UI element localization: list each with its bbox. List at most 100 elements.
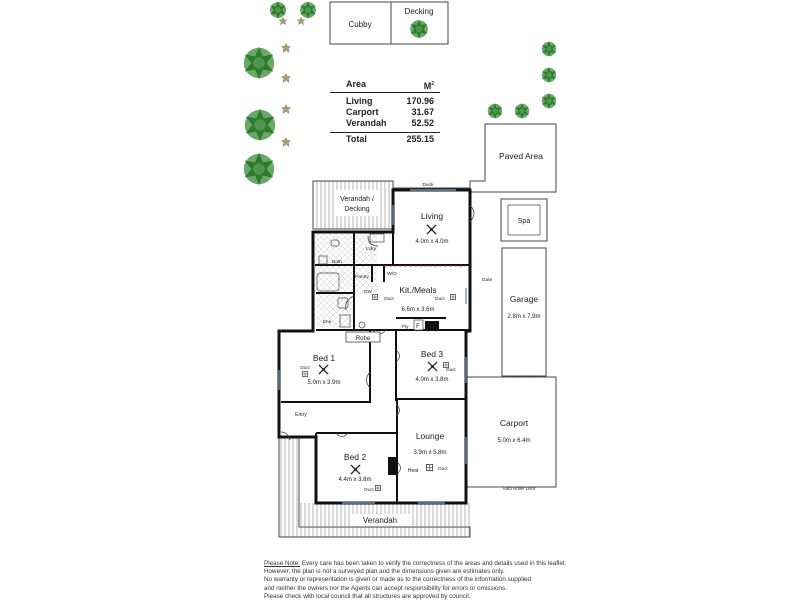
duct-icon	[375, 485, 381, 491]
tree-icon	[541, 41, 557, 57]
cubby-label: Cubby	[348, 20, 371, 29]
entry-label: Entry	[295, 412, 307, 418]
heat-label: Heat	[408, 468, 419, 474]
carport-dims: 5.0m x 6.4m	[497, 438, 530, 444]
disclaimer-line-2: However, the plan is not a surveyed plan…	[264, 568, 505, 576]
tree-icon	[300, 1, 316, 19]
tree-icon	[514, 103, 530, 119]
heater-icon	[425, 321, 439, 331]
kitchen-dims: 6.6m x 3.6m	[401, 307, 434, 313]
ceiling-fan-icon	[426, 224, 437, 235]
paved-area-label: Paved Area	[499, 151, 543, 161]
fixtures	[316, 233, 385, 329]
duct-label-lounge: Duct	[438, 466, 448, 471]
shrub-icon	[281, 137, 291, 147]
gate-label: Gate	[482, 277, 493, 283]
disclaimer-line-1: Every care has been taken to verify the …	[301, 560, 567, 567]
robe-label: Robe	[356, 336, 371, 342]
disclaimer-label: Please Note:	[264, 560, 301, 567]
tree-icon	[244, 108, 276, 142]
shrub-icon	[279, 17, 287, 25]
bed1-dims: 5.0m x 3.9m	[307, 380, 340, 386]
heater-icon	[388, 457, 398, 475]
tree-icon	[243, 152, 275, 186]
garage: Garage 2.8m x 7.9m Panel Lift	[501, 247, 547, 380]
dw-label: DW	[364, 289, 372, 294]
shrub-icon	[281, 73, 291, 83]
area-row-verandah: Verandah 52.52	[346, 118, 434, 128]
deck-strip: Deck	[393, 182, 470, 189]
carport-name: Carport	[500, 418, 529, 428]
duct-label-kitchen-1: Duct	[384, 296, 394, 301]
area-header-unit: M2	[423, 81, 434, 91]
verandah: Verandah	[278, 436, 471, 538]
spa-label: Spa	[518, 218, 531, 225]
bed1-name: Bed 1	[313, 353, 335, 363]
area-header-label: Area	[346, 79, 367, 89]
bed3-dims: 4.0m x 3.8m	[415, 377, 448, 383]
ensuite-tiles	[316, 293, 354, 327]
living-name: Living	[421, 211, 443, 221]
verandah-decking-label-2: Decking	[344, 206, 369, 213]
laundry-label: L'dry	[366, 246, 377, 252]
pantry-label: Pantry	[355, 274, 369, 280]
duct-icon	[302, 371, 308, 377]
area-row-carport: Carport 31.67	[346, 107, 434, 117]
paved-area: Paved Area	[469, 123, 557, 193]
interior-walls	[281, 190, 470, 503]
shrub-icon	[281, 43, 291, 53]
bed2-dims: 4.4m x 3.8m	[338, 477, 371, 483]
verandah-label: Verandah	[363, 516, 397, 525]
tree-icon	[270, 1, 286, 19]
bed3-name: Bed 3	[421, 349, 443, 359]
disclaimer: Please Note: Every care has been taken t…	[264, 560, 584, 601]
garage-dims: 2.8m x 7.9m	[507, 314, 540, 320]
decking-top-label: Decking	[405, 7, 434, 16]
disclaimer-line-4: and neither the owners nor the Agents ca…	[264, 584, 507, 592]
ensuite-label: Ens	[323, 319, 332, 325]
shrub-icon	[281, 104, 291, 114]
carport: Carport 5.0m x 6.4m Auto Roller Door	[465, 376, 557, 491]
duct-label-bed1: Duct	[300, 365, 310, 370]
disclaimer-line-5: Please check with local council that all…	[264, 592, 471, 600]
duct-icon	[372, 294, 378, 300]
verandah-decking: Verandah / Decking	[312, 180, 394, 230]
area-row-living: Living 170.96	[346, 96, 434, 106]
ceiling-fan-icon	[350, 464, 361, 475]
verandah-decking-label-1: Verandah /	[340, 196, 374, 203]
tree-icon	[541, 93, 557, 109]
deck-label: Deck	[423, 182, 435, 188]
lounge-dims: 3.9m x 5.8m	[413, 450, 446, 456]
lounge-name: Lounge	[416, 431, 445, 441]
auto-roller-door-label: Auto Roller Door	[503, 486, 536, 491]
room-labels: Living 4.0m x 4.0m L'dry Bath Pantry W/O…	[295, 211, 492, 492]
ceiling-fan-icon	[427, 361, 438, 372]
spa: Spa	[500, 198, 548, 242]
pty-label: Pty	[402, 324, 410, 330]
area-table: Area M2 Living 170.96 Carport 31.67 Vera…	[330, 79, 440, 145]
area-table-header: Area M2	[330, 79, 440, 93]
f-label: F	[416, 324, 420, 330]
kitchen-name: Kit./Meals	[399, 285, 436, 295]
duct-icon	[426, 464, 433, 471]
tree-icon	[541, 67, 557, 83]
bed2-name: Bed 2	[344, 452, 366, 462]
garage-name: Garage	[510, 294, 539, 304]
tree-icon	[243, 46, 275, 80]
duct-label-kitchen-2: Duct	[435, 296, 445, 301]
duct-label-bed3: Duct	[446, 367, 456, 372]
living-dims: 4.0m x 4.0m	[415, 239, 448, 245]
windows	[278, 189, 467, 504]
wo-label: W/O	[387, 271, 397, 277]
wet-area-tiles	[315, 232, 377, 294]
duct-icon	[450, 294, 456, 300]
disclaimer-line-3: No warranty or representation is given o…	[264, 576, 532, 584]
ceiling-fan-icon	[318, 364, 329, 375]
bath-label: Bath	[332, 259, 342, 265]
tree-icon	[487, 103, 503, 119]
duct-label-bed2: Duct	[364, 487, 374, 492]
shrub-icon	[297, 17, 305, 25]
area-row-total: Total 255.15	[330, 132, 440, 145]
cubby-decking: Cubby Decking	[329, 1, 449, 45]
